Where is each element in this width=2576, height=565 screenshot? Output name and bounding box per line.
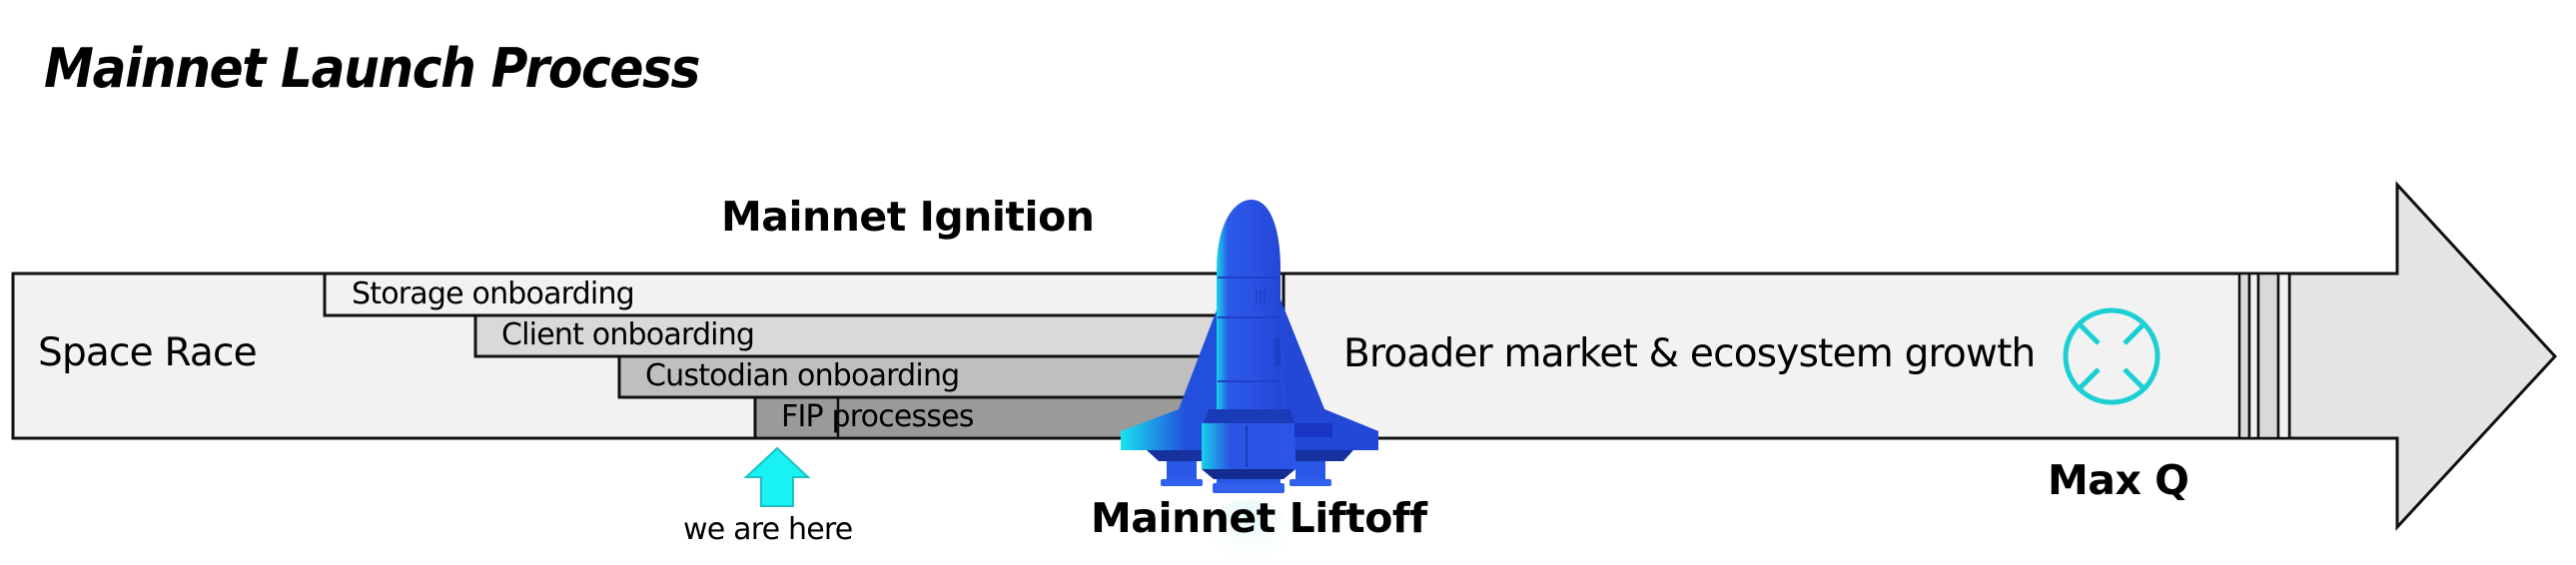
ecosystem-growth-label: Broader market & ecosystem growth [1343, 331, 2036, 376]
mainnet-ignition-label: Mainnet Ignition [721, 193, 1095, 241]
crosshair-circle-icon [2063, 307, 2160, 405]
space-race-label: Space Race [38, 330, 258, 375]
exhaust-glow [1204, 499, 1293, 565]
custodian-onboarding-label: Custodian onboarding [645, 358, 960, 393]
right-arrow-icon [2237, 181, 2558, 531]
up-arrow-icon [743, 446, 811, 507]
fip-processes-label: FIP processes [781, 399, 975, 434]
page-title: Mainnet Launch Process [44, 37, 700, 100]
mainnet-liftoff-label: Mainnet Liftoff [1091, 494, 1427, 542]
we-are-here-label: we are here [683, 512, 853, 547]
client-onboarding-label: Client onboarding [501, 317, 755, 352]
max-q-label: Max Q [2048, 456, 2189, 504]
storage-onboarding-label: Storage onboarding [352, 277, 635, 311]
custodian-onboarding-bar [617, 354, 1271, 399]
storage-onboarding-bar [323, 272, 1286, 317]
rocket-icon [1121, 200, 1378, 493]
workstream-bars [323, 272, 1286, 440]
